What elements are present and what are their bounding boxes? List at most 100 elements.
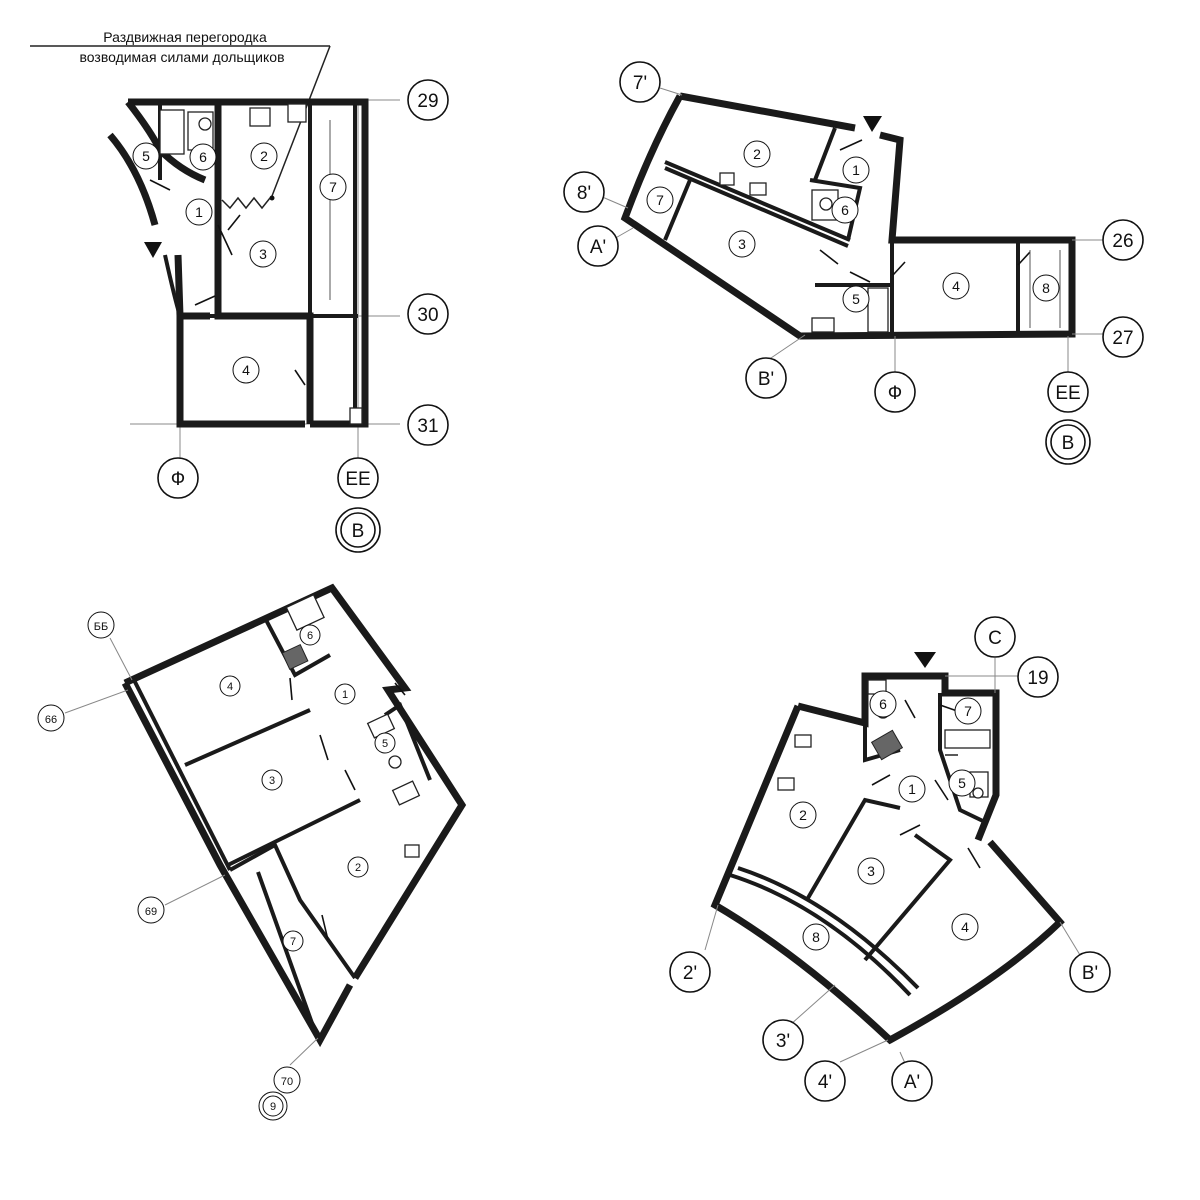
plan-a-room-4: 4 bbox=[232, 356, 260, 384]
plan-b-room-7: 7 bbox=[646, 186, 674, 214]
plan-c: 1 2 3 4 5 6 7 ББ 66 69 70 9 bbox=[37, 583, 467, 1121]
svg-text:69: 69 bbox=[145, 906, 157, 918]
plan-a-axis-30: 30 bbox=[407, 293, 449, 335]
svg-text:66: 66 bbox=[45, 714, 57, 726]
svg-text:2: 2 bbox=[355, 862, 361, 874]
plan-b-axis-phi: Ф bbox=[874, 371, 916, 413]
svg-text:3: 3 bbox=[259, 246, 267, 262]
plan-a-room-1: 1 bbox=[185, 198, 213, 226]
svg-text:8: 8 bbox=[812, 929, 820, 945]
annotation-line-1: Раздвижная перегородка bbox=[103, 29, 267, 45]
plan-a-room-7: 7 bbox=[319, 173, 347, 201]
plan-c-room-2: 2 bbox=[347, 856, 369, 878]
plan-b-room-5: 5 bbox=[842, 285, 870, 313]
plan-d-room-7: 7 bbox=[954, 697, 982, 725]
svg-text:1: 1 bbox=[195, 204, 203, 220]
svg-text:4: 4 bbox=[961, 919, 969, 935]
svg-text:6: 6 bbox=[307, 630, 313, 642]
entry-arrow-icon bbox=[144, 242, 162, 258]
svg-text:В: В bbox=[1062, 433, 1075, 454]
svg-text:5: 5 bbox=[382, 738, 388, 750]
svg-text:30: 30 bbox=[417, 305, 438, 326]
plan-a-axis-31: 31 bbox=[407, 404, 449, 446]
svg-text:7: 7 bbox=[329, 179, 337, 195]
plan-b-axis-27: 27 bbox=[1102, 316, 1144, 358]
plan-d-axis-c: С bbox=[974, 616, 1016, 658]
svg-text:3: 3 bbox=[269, 775, 275, 787]
plan-a-room-3: 3 bbox=[249, 240, 277, 268]
svg-text:В': В' bbox=[758, 369, 774, 390]
plan-a: Раздвижная перегородка возводимая силами… bbox=[30, 29, 449, 553]
plan-d-outer-wall bbox=[710, 672, 1065, 1045]
svg-text:8: 8 bbox=[1042, 280, 1050, 296]
svg-text:27: 27 bbox=[1112, 328, 1133, 349]
svg-text:А': А' bbox=[590, 237, 606, 258]
plan-b-axis-8p: 8' bbox=[563, 171, 605, 213]
plan-c-axis-69: 69 bbox=[137, 896, 165, 924]
plan-b-room-3: 3 bbox=[728, 230, 756, 258]
plan-d-room-4: 4 bbox=[951, 913, 979, 941]
svg-text:В: В bbox=[352, 521, 365, 542]
plan-b-axis-b: В bbox=[1045, 419, 1091, 465]
plan-d-room-1: 1 bbox=[898, 775, 926, 803]
plan-b-axis-26: 26 bbox=[1102, 219, 1144, 261]
plan-d-axis-ap: А' bbox=[891, 1060, 933, 1102]
svg-text:2: 2 bbox=[753, 146, 761, 162]
plan-a-axis-phi: Ф bbox=[157, 457, 199, 499]
plan-c-room-6: 6 bbox=[299, 624, 321, 646]
svg-text:8': 8' bbox=[577, 183, 591, 204]
svg-text:7': 7' bbox=[633, 73, 647, 94]
svg-text:9: 9 bbox=[270, 1101, 276, 1113]
plan-d-axis-19: 19 bbox=[1017, 656, 1059, 698]
plan-a-room-2: 2 bbox=[250, 142, 278, 170]
svg-text:5: 5 bbox=[852, 291, 860, 307]
plan-b-outer-wall bbox=[620, 92, 1076, 340]
svg-text:6: 6 bbox=[199, 149, 207, 165]
plan-d-axis-bp: В' bbox=[1069, 951, 1111, 993]
plan-c-axis-9: 9 bbox=[258, 1091, 288, 1121]
plan-d: 1 2 3 4 5 6 7 8 С 19 2' 3' 4' А' В' bbox=[669, 616, 1111, 1102]
plan-b-room-8: 8 bbox=[1032, 274, 1060, 302]
svg-text:С: С bbox=[988, 628, 1002, 649]
plan-d-axis-2p: 2' bbox=[669, 951, 711, 993]
plan-b-axis-bp: В' bbox=[745, 357, 787, 399]
svg-text:3: 3 bbox=[738, 236, 746, 252]
svg-text:5: 5 bbox=[958, 775, 966, 791]
svg-text:1: 1 bbox=[342, 689, 348, 701]
plan-d-room-3: 3 bbox=[857, 857, 885, 885]
plan-a-axis-29: 29 bbox=[407, 79, 449, 121]
plan-a-axis-b: В bbox=[335, 507, 381, 553]
svg-text:3': 3' bbox=[776, 1031, 790, 1052]
plan-d-room-6: 6 bbox=[869, 690, 897, 718]
plan-c-room-5: 5 bbox=[374, 732, 396, 754]
svg-text:5: 5 bbox=[142, 148, 150, 164]
svg-text:3: 3 bbox=[867, 863, 875, 879]
plan-d-room-5: 5 bbox=[948, 769, 976, 797]
plan-d-axis-3p: 3' bbox=[762, 1019, 804, 1061]
plan-c-axis-66: 66 bbox=[37, 704, 65, 732]
svg-text:ББ: ББ bbox=[94, 621, 108, 633]
svg-text:2: 2 bbox=[799, 807, 807, 823]
svg-text:29: 29 bbox=[417, 91, 438, 112]
svg-text:70: 70 bbox=[281, 1076, 293, 1088]
svg-text:В': В' bbox=[1082, 963, 1098, 984]
svg-text:7: 7 bbox=[290, 936, 296, 948]
svg-text:26: 26 bbox=[1112, 231, 1133, 252]
plan-b-axis-7p: 7' bbox=[619, 61, 661, 103]
plan-c-room-3: 3 bbox=[261, 769, 283, 791]
svg-text:7: 7 bbox=[964, 703, 972, 719]
svg-text:Ф: Ф bbox=[171, 469, 185, 490]
svg-text:6: 6 bbox=[841, 202, 849, 218]
svg-text:1: 1 bbox=[908, 781, 916, 797]
annotation-leader-dot bbox=[269, 195, 275, 201]
plan-b-room-6: 6 bbox=[831, 196, 859, 224]
plan-d-room-8: 8 bbox=[802, 923, 830, 951]
annotation-line-2: возводимая силами дольщиков bbox=[79, 49, 284, 65]
plan-c-axis-70: 70 bbox=[273, 1066, 301, 1094]
plan-b-room-4: 4 bbox=[942, 272, 970, 300]
plan-b-axis-ap: А' bbox=[577, 225, 619, 267]
svg-text:ЕЕ: ЕЕ bbox=[345, 469, 370, 490]
svg-text:4: 4 bbox=[242, 362, 250, 378]
plan-b-axis-ee: ЕЕ bbox=[1047, 371, 1089, 413]
